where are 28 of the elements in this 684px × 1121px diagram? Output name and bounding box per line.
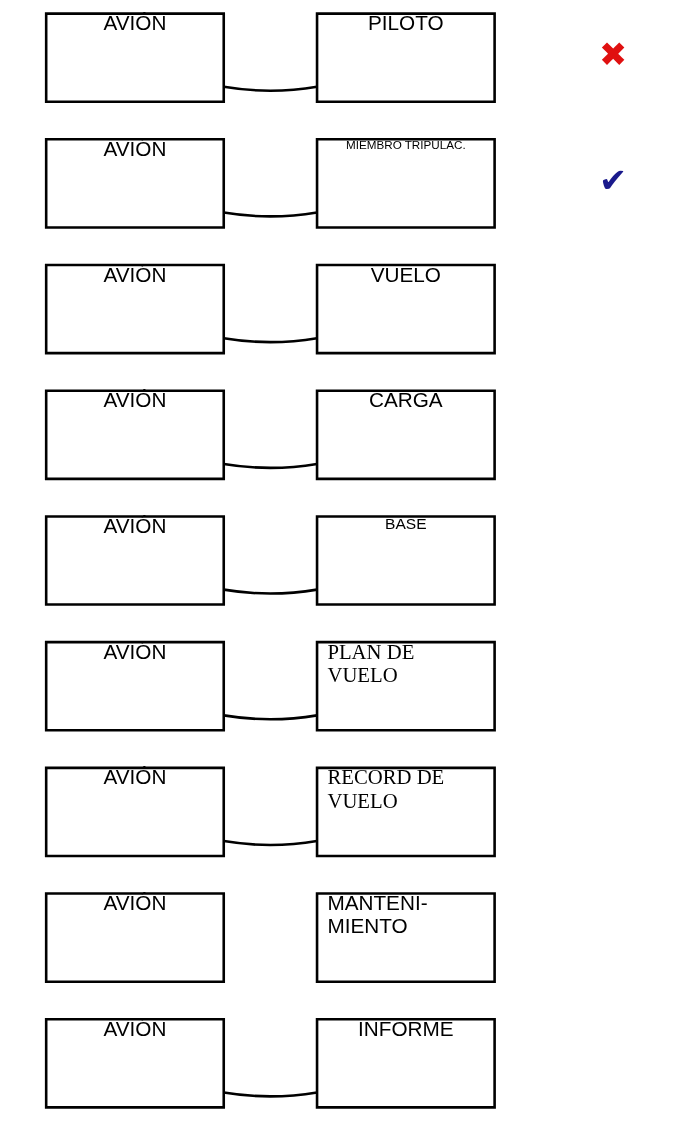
node-box: PLAN DE VUELO (315, 640, 496, 732)
node-box: AVIÓN (44, 263, 226, 355)
connector (223, 1091, 318, 1098)
connector (223, 588, 318, 595)
node-box: CARGA (315, 389, 496, 481)
node-box: AVIÓN (44, 12, 226, 103)
connector (223, 85, 318, 92)
connector (223, 839, 318, 847)
connector (223, 714, 318, 721)
node-box: PILOTO (315, 12, 496, 103)
node-box: AVIÓN (44, 1018, 226, 1109)
node-box: VUELO (315, 263, 496, 355)
node-box: AVIÓN (44, 640, 226, 732)
node-box: BASE (315, 515, 496, 606)
node-box: MANTENI- MIENTO (315, 892, 496, 983)
node-label: ✖ (599, 34, 628, 74)
connector (223, 211, 318, 218)
node-box: AVIÓN (44, 389, 226, 481)
node-label: ✔ (599, 160, 628, 200)
connector (223, 336, 318, 344)
node-box: MIEMBRO TRIPULAC. (315, 138, 496, 229)
node-box: AVIÓN (44, 766, 226, 858)
node-box: AVIÓN (44, 515, 226, 606)
connector (223, 462, 318, 470)
node-box: RECORD DE VUELO (315, 766, 496, 858)
node-box: INFORME (315, 1018, 496, 1109)
node-box: AVIÓN (44, 892, 226, 983)
node-box: AVIÓN (44, 138, 226, 229)
